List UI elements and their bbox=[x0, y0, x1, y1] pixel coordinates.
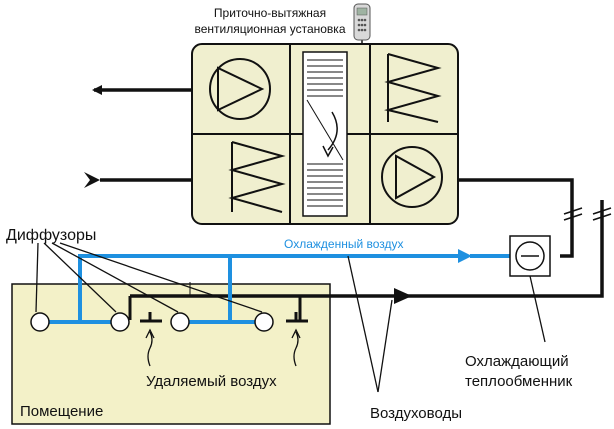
ventilation-unit bbox=[191, 43, 459, 225]
filter-icon bbox=[384, 53, 442, 123]
diffuser bbox=[30, 312, 50, 332]
diffuser bbox=[170, 312, 190, 332]
ducts-label: Воздуховоды bbox=[370, 405, 462, 422]
diffuser bbox=[254, 312, 274, 332]
extract-air-arrow bbox=[145, 328, 301, 367]
cooled-air-label: Охлажденный воздух bbox=[284, 237, 404, 251]
room bbox=[11, 283, 331, 425]
fan-icon bbox=[209, 58, 271, 120]
cooled-air-duct bbox=[40, 254, 510, 324]
heat-exchanger-box bbox=[509, 235, 551, 277]
unit-title-line2: вентиляционная установка bbox=[194, 22, 345, 36]
unit-title-line1: Приточно-вытяжная bbox=[214, 6, 326, 20]
room-label: Помещение bbox=[20, 403, 103, 420]
heat-exchanger-label-line2: теплообменник bbox=[465, 373, 573, 390]
filter-icon bbox=[228, 141, 286, 213]
outdoor-air-intake bbox=[84, 172, 192, 188]
diffusers bbox=[30, 312, 274, 332]
heat-exchanger-icon bbox=[302, 51, 348, 217]
controller-icon bbox=[353, 3, 371, 44]
leader-lines bbox=[35, 242, 546, 393]
diffusers-label: Диффузоры bbox=[6, 227, 96, 244]
exhaust-air-label: Удаляемый воздух bbox=[146, 373, 277, 390]
fan-icon bbox=[381, 146, 443, 208]
diffuser bbox=[110, 312, 130, 332]
heat-exchanger-label-line1: Охлаждающий bbox=[465, 353, 569, 370]
